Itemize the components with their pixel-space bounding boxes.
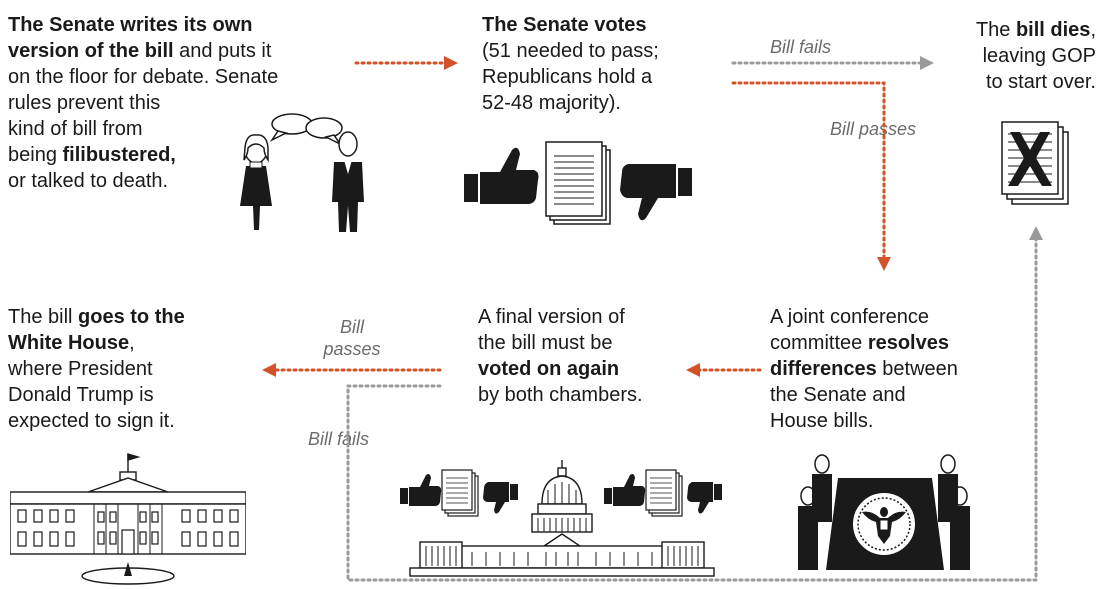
arrow-final-to-whitehouse bbox=[262, 363, 442, 377]
label-bill-fails-bottom: Bill fails bbox=[308, 429, 370, 449]
committee-seal-icon bbox=[798, 454, 970, 570]
white-house-icon bbox=[10, 453, 246, 585]
label-bill-passes-right: Bill passes bbox=[830, 119, 917, 139]
arrow-write-to-vote bbox=[354, 56, 458, 70]
arrow-bill-passes-right bbox=[731, 81, 891, 271]
step-white-house: The bill goes to the White House, where … bbox=[8, 306, 185, 432]
arrow-committee-to-final bbox=[686, 363, 762, 377]
people-debating-icon bbox=[240, 113, 364, 232]
vote-cluster-right bbox=[604, 469, 722, 517]
dead-bill-icon bbox=[1001, 121, 1069, 205]
arrow-bill-fails-top bbox=[731, 56, 934, 70]
step-final-vote: A final version of the bill must be vote… bbox=[478, 306, 643, 406]
label-bill-fails-top: Bill fails bbox=[770, 37, 832, 57]
arrow-final-fails-loop bbox=[346, 226, 1043, 582]
vote-cluster-left bbox=[400, 469, 518, 517]
step-senate-writes: The Senate writes its own version of the… bbox=[8, 14, 279, 192]
step-bill-dies: The bill dies, leaving GOP to start over… bbox=[975, 19, 1096, 93]
step-conference-committee: A joint conference committee resolves di… bbox=[770, 306, 958, 432]
step-senate-votes: The Senate votes (51 needed to pass; Rep… bbox=[482, 14, 659, 114]
capitol-icon bbox=[400, 460, 722, 577]
thumbs-vote-icon bbox=[464, 141, 692, 225]
